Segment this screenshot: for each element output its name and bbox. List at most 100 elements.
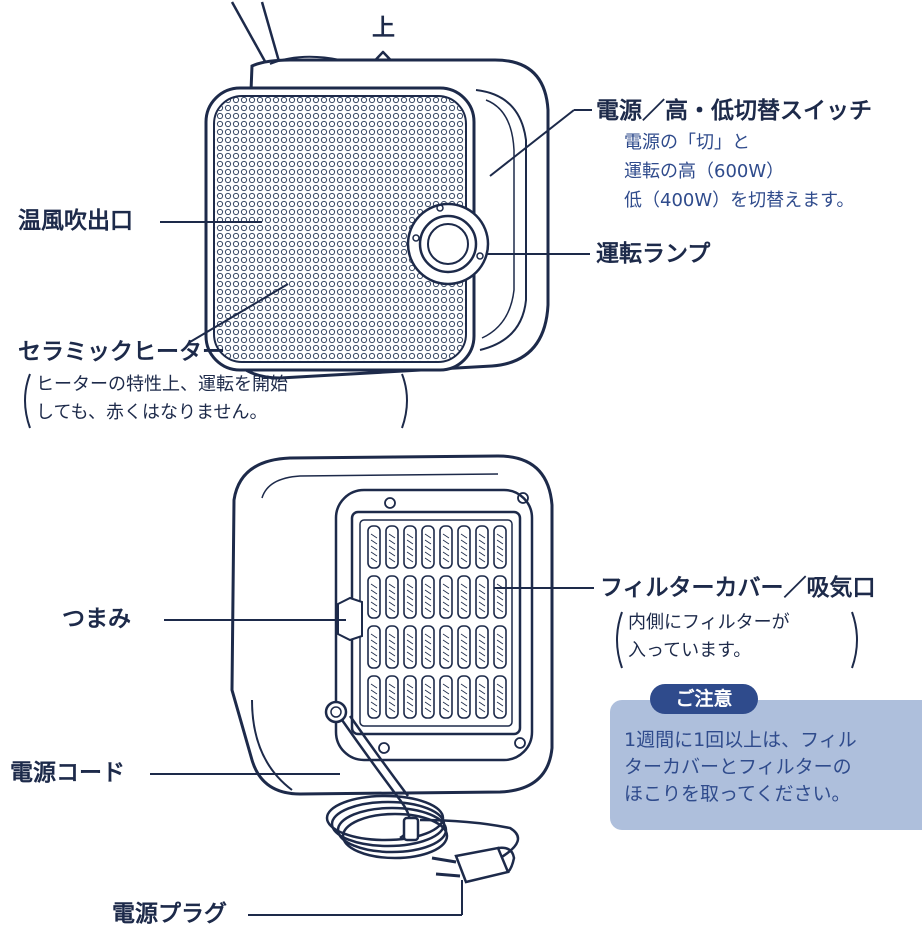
filter-slot-hatch: [442, 707, 450, 713]
filter-slot-hatch: [424, 557, 432, 563]
filter-slot-hatch: [388, 695, 396, 701]
power-cord-label: 電源コード: [10, 760, 125, 786]
ceramic-heater-label: セラミックヒーター: [18, 339, 225, 365]
filter-slot-hatch: [424, 551, 432, 557]
filter-slot-hatch: [406, 651, 414, 657]
filter-slot-hatch: [478, 701, 486, 707]
filter-slot-hatch: [370, 551, 378, 557]
filter-slot: [457, 575, 471, 619]
filter-slot-hatch: [496, 557, 504, 563]
filter-slot-hatch: [496, 589, 504, 595]
filter-slot-hatch: [370, 539, 378, 545]
filter-slot: [475, 625, 489, 669]
filter-slot: [439, 525, 453, 569]
filter-slot-hatch: [388, 683, 396, 689]
filter-slot-hatch: [478, 557, 486, 563]
filter-slot-hatch: [388, 539, 396, 545]
filter-slot-hatch: [406, 595, 414, 601]
filter-slot-hatch: [442, 695, 450, 701]
filter-slot-hatch: [406, 545, 414, 551]
filter-slot-hatch: [406, 639, 414, 645]
filter-slot: [493, 675, 507, 719]
filter-slot-hatch: [478, 589, 486, 595]
ceramic-note-2: しても、赤くはなりません。: [36, 402, 268, 423]
filter-slot-hatch: [424, 583, 432, 589]
filter-slot-hatch: [406, 533, 414, 539]
filter-slot: [403, 675, 417, 719]
filter-slot-hatch: [406, 551, 414, 557]
filter-slot: [421, 575, 435, 619]
filter-slot-hatch: [388, 551, 396, 557]
filter-slot-hatch: [388, 607, 396, 613]
filter-slot-hatch: [460, 645, 468, 651]
filter-slot-hatch: [406, 689, 414, 695]
filter-slot-hatch: [496, 645, 504, 651]
filter-cover-label: フィルターカバー／吸気口: [600, 575, 876, 601]
filter-slot-hatch: [388, 657, 396, 663]
filter-slot-hatch: [442, 589, 450, 595]
filter-slot-hatch: [478, 595, 486, 601]
filter-slot-hatch: [460, 707, 468, 713]
filter-slot-hatch: [442, 533, 450, 539]
filter-slot-hatch: [496, 683, 504, 689]
filter-slot-hatch: [424, 539, 432, 545]
filter-slot-hatch: [424, 683, 432, 689]
filter-slot-hatch: [406, 633, 414, 639]
filter-slot: [367, 675, 381, 719]
caution-text: 1週間に1回以上は、フィル ターカバーとフィルターの ほこりを取ってください。: [624, 727, 857, 808]
filter-slot: [457, 525, 471, 569]
filter-slot-hatch: [424, 689, 432, 695]
filter-slot-hatch: [442, 657, 450, 663]
filter-slot-hatch: [370, 639, 378, 645]
filter-slot-hatch: [442, 639, 450, 645]
filter-slot: [367, 625, 381, 669]
caution-panel: [610, 700, 922, 830]
caution-line-3: ほこりを取ってください。: [624, 783, 851, 805]
filter-slot-hatch: [370, 557, 378, 563]
filter-slot-hatch: [388, 533, 396, 539]
filter-slot-hatch: [370, 633, 378, 639]
filter-slot-hatch: [406, 583, 414, 589]
filter-slot-hatch: [370, 545, 378, 551]
filter-slot-hatch: [370, 651, 378, 657]
outlet-label: 温風吹出口: [18, 208, 133, 234]
filter-slot-hatch: [406, 589, 414, 595]
filter-slot-hatch: [496, 551, 504, 557]
caution-title: ご注意: [650, 684, 758, 714]
filter-slot: [421, 525, 435, 569]
filter-slot: [385, 675, 399, 719]
filter-slot-hatch: [460, 557, 468, 563]
filter-slot-hatch: [478, 695, 486, 701]
filter-slot-hatch: [442, 689, 450, 695]
filter-slot: [385, 525, 399, 569]
caution-line-2: ターカバーとフィルターの: [624, 756, 852, 778]
filter-slot-hatch: [388, 601, 396, 607]
filter-slot-hatch: [406, 657, 414, 663]
filter-slot-hatch: [424, 533, 432, 539]
filter-slot-hatch: [460, 657, 468, 663]
lamp-label: 運転ランプ: [596, 241, 711, 267]
filter-slot: [403, 575, 417, 619]
filter-slot-hatch: [478, 607, 486, 613]
filter-slot: [475, 525, 489, 569]
filter-slot-hatch: [424, 657, 432, 663]
filter-slot-hatch: [478, 657, 486, 663]
knob-label: つまみ: [62, 606, 131, 632]
ceramic-note-brackets: [24, 373, 408, 429]
filter-slot-hatch: [388, 645, 396, 651]
filter-slot-hatch: [442, 583, 450, 589]
filter-slot-hatch: [424, 595, 432, 601]
filter-slot-hatch: [442, 545, 450, 551]
filter-slot-hatch: [460, 701, 468, 707]
filter-slot-hatch: [496, 701, 504, 707]
power-plug-icon: [431, 846, 516, 884]
filter-slot-hatch: [442, 601, 450, 607]
filter-slot-hatch: [424, 645, 432, 651]
filter-slot-hatch: [370, 607, 378, 613]
leader-lines: [150, 109, 594, 916]
filter-slot-hatch: [424, 695, 432, 701]
filter-slot: [493, 575, 507, 619]
filter-slot-hatch: [496, 639, 504, 645]
filter-slot-hatch: [388, 633, 396, 639]
